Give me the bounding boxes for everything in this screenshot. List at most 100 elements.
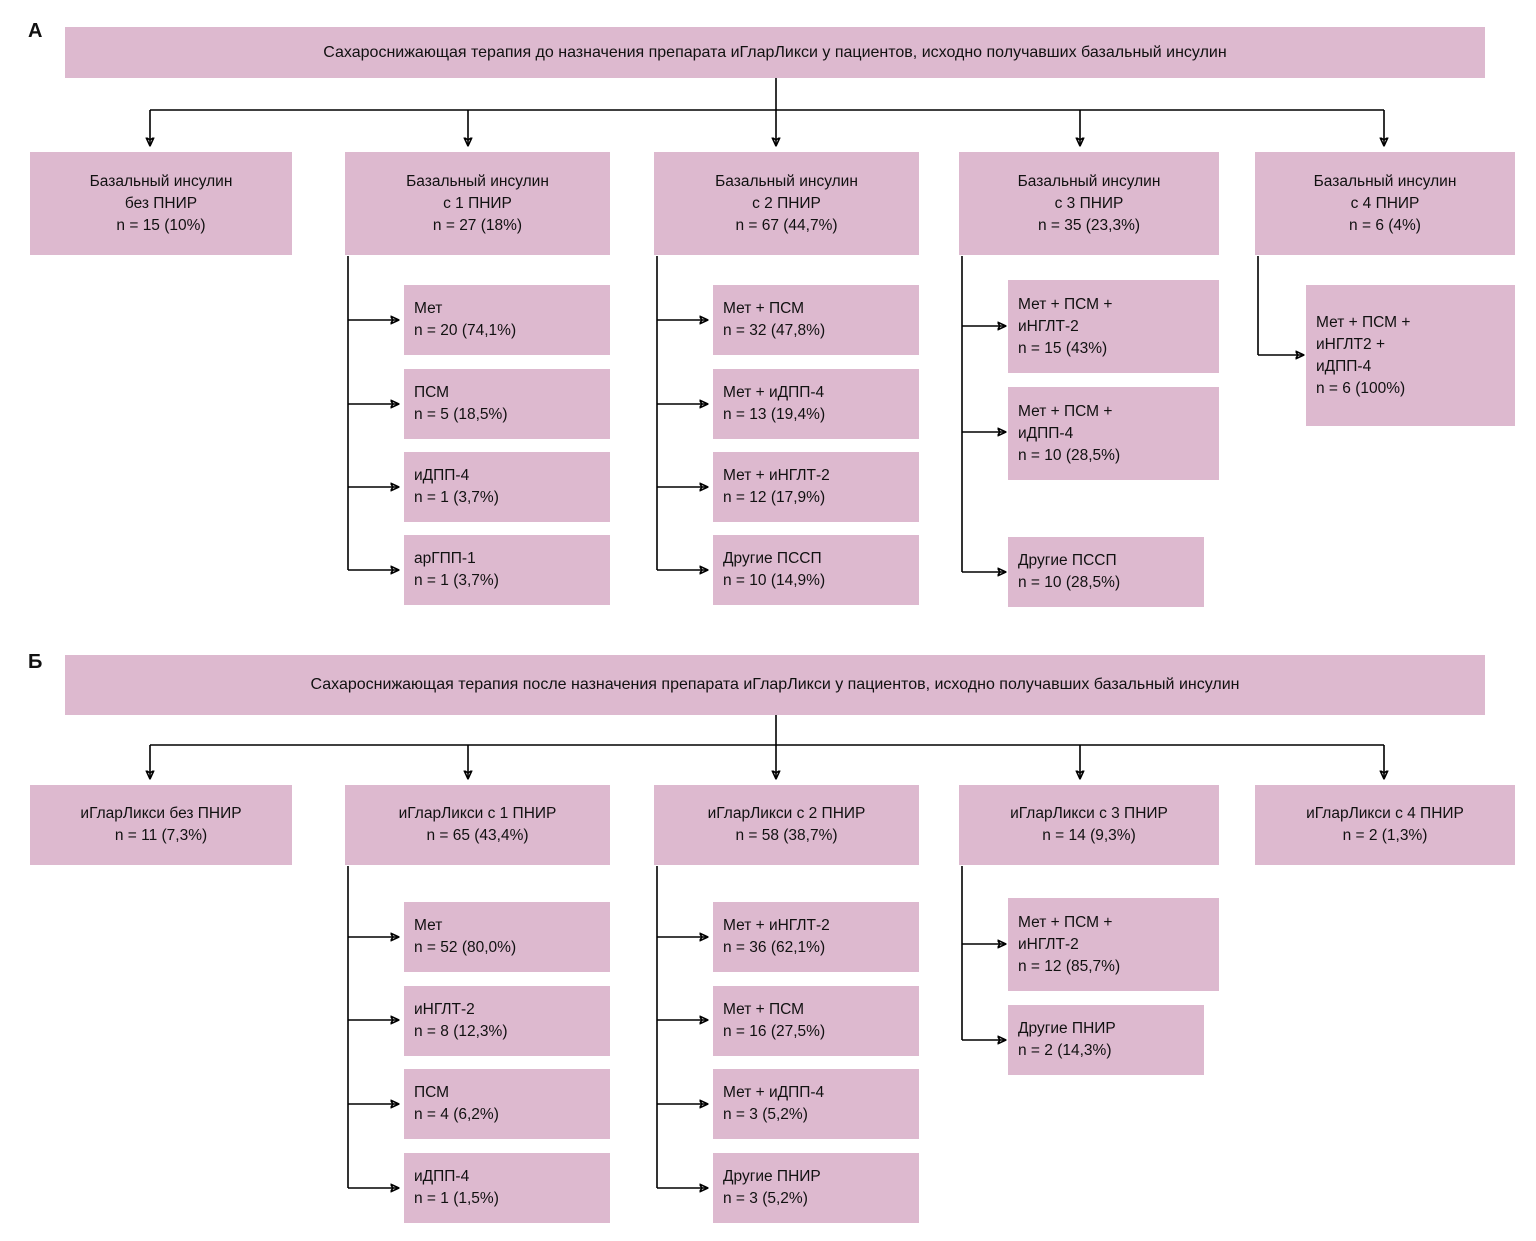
box-b-c3-child-1: Мет + иНГЛТ-2 n = 36 (62,1%) [713,902,919,972]
box-a-c3-child-1: Мет + ПСМ n = 32 (47,8%) [713,285,919,355]
box-line: n = 10 (14,9%) [723,572,826,589]
box-line: n = 10 (28,5%) [1018,446,1121,464]
box-basal-4-pnir: Базальный инсулин с 4 ПНИР n = 6 (4%) [1255,152,1515,255]
box-basal-1-pnir: Базальный инсулин с 1 ПНИР n = 27 (18%) [345,152,610,255]
panel-letter-a: А [28,20,43,42]
box-a-c5-child-1: Мет + ПСМ + иНГЛТ2 + иДПП-4 n = 6 (100%) [1306,285,1515,426]
box-line: Мет + иНГЛТ-2 [723,917,830,934]
box-a-c2-child-3: иДПП-4 n = 1 (3,7%) [404,452,610,522]
box-line: ПСМ [414,384,450,401]
box-line: n = 12 (85,7%) [1018,957,1121,975]
box-line: с 1 ПНИР [443,194,512,212]
box-iglarlixi-3-pnir: иГларЛикси с 3 ПНИР n = 14 (9,3%) [959,785,1219,865]
box-a-c3-child-3: Мет + иНГЛТ-2 n = 12 (17,9%) [713,452,919,522]
box-a-c2-child-1: Мет n = 20 (74,1%) [404,285,610,355]
box-basal-2-pnir: Базальный инсулин с 2 ПНИР n = 67 (44,7%… [654,152,919,255]
box-iglarlixi-4-pnir: иГларЛикси с 4 ПНИР n = 2 (1,3%) [1255,785,1515,865]
box-a-c4-child-3: Другие ПССП n = 10 (28,5%) [1008,537,1204,607]
box-b-c4-child-1: Мет + ПСМ + иНГЛТ-2 n = 12 (85,7%) [1008,898,1219,991]
box-line: иГларЛикси с 1 ПНИР [398,805,557,822]
box-line: Базальный инсулин [1313,172,1457,190]
box-line: Мет + ПСМ + [1018,913,1113,931]
box-line: иГларЛикси без ПНИР [80,805,242,822]
box-a-c2-child-4: арГПП-1 n = 1 (3,7%) [404,535,610,605]
box-line: иНГЛТ-2 [1018,935,1079,953]
box-line: Мет + ПСМ [723,1001,805,1018]
box-b-c3-child-2: Мет + ПСМ n = 16 (27,5%) [713,986,919,1056]
panel-a-title: Сахароснижающая терапия до назначения пр… [65,27,1485,78]
box-a-c3-child-4: Другие ПССП n = 10 (14,9%) [713,535,919,605]
box-line: n = 2 (14,3%) [1018,1042,1112,1059]
box-line: Мет + иДПП-4 [723,1084,825,1101]
box-line: n = 36 (62,1%) [723,939,826,956]
box-line: иНГЛТ-2 [1018,317,1079,335]
box-basal-no-pnir: Базальный инсулин без ПНИР n = 15 (10%) [30,152,292,255]
box-line: ПСМ [414,1084,450,1101]
box-line: n = 15 (10%) [116,216,206,234]
box-line: n = 14 (9,3%) [1042,827,1136,844]
box-b-c3-child-4: Другие ПНИР n = 3 (5,2%) [713,1153,919,1223]
box-b-c2-child-1: Мет n = 52 (80,0%) [404,902,610,972]
box-line: Мет [414,300,443,317]
box-line: Базальный инсулин [715,172,858,190]
box-line: иГларЛикси с 3 ПНИР [1010,805,1168,822]
box-line: n = 13 (19,4%) [723,406,826,423]
box-a-c3-child-2: Мет + иДПП-4 n = 13 (19,4%) [713,369,919,439]
box-b-c4-child-2: Другие ПНИР n = 2 (14,3%) [1008,1005,1204,1075]
box-line: n = 4 (6,2%) [414,1106,499,1123]
box-line: с 3 ПНИР [1054,194,1124,212]
box-line: Мет + иНГЛТ-2 [723,467,830,484]
box-line: n = 65 (43,4%) [426,827,529,844]
box-line: Мет [414,917,443,934]
box-b-c2-child-3: ПСМ n = 4 (6,2%) [404,1069,610,1139]
box-line: n = 8 (12,3%) [414,1023,508,1040]
box-line: с 4 ПНИР [1350,194,1420,212]
box-line: n = 1 (1,5%) [414,1190,499,1207]
panel-letter-b: Б [28,651,43,673]
box-line: n = 6 (100%) [1316,379,1406,397]
box-line: иНГЛТ-2 [414,1001,475,1018]
panel-b-title: Сахароснижающая терапия после назначения… [65,655,1485,715]
box-line: иДПП-4 [1316,357,1372,375]
box-line: Другие ПНИР [723,1168,821,1185]
box-line: n = 20 (74,1%) [414,322,517,339]
box-line: арГПП-1 [414,550,476,567]
box-line: n = 32 (47,8%) [723,322,826,339]
box-a-c4-child-1: Мет + ПСМ + иНГЛТ-2 n = 15 (43%) [1008,280,1219,373]
box-iglarlixi-1-pnir: иГларЛикси с 1 ПНИР n = 65 (43,4%) [345,785,610,865]
box-iglarlixi-no-pnir: иГларЛикси без ПНИР n = 11 (7,3%) [30,785,292,865]
box-line: иДПП-4 [414,1168,470,1185]
box-line: Другие ПССП [723,550,822,567]
box-line: n = 1 (3,7%) [414,572,499,589]
box-a-c2-child-2: ПСМ n = 5 (18,5%) [404,369,610,439]
box-line: Мет + ПСМ + [1018,402,1113,420]
box-line: иГларЛикси с 2 ПНИР [707,805,866,822]
box-line: n = 58 (38,7%) [735,827,838,844]
box-line: n = 12 (17,9%) [723,489,826,506]
box-line: Другие ПССП [1018,552,1117,569]
box-line: n = 52 (80,0%) [414,939,517,956]
box-line: n = 2 (1,3%) [1342,827,1428,844]
box-line: с 2 ПНИР [752,194,821,212]
box-b-c3-child-3: Мет + иДПП-4 n = 3 (5,2%) [713,1069,919,1139]
box-line: Мет + ПСМ + [1316,313,1411,331]
box-line: n = 11 (7,3%) [114,827,208,844]
box-line: иНГЛТ2 + [1316,335,1385,353]
box-a-c4-child-2: Мет + ПСМ + иДПП-4 n = 10 (28,5%) [1008,387,1219,480]
box-line: n = 27 (18%) [432,216,523,234]
box-line: n = 3 (5,2%) [723,1190,808,1207]
box-b-c2-child-2: иНГЛТ-2 n = 8 (12,3%) [404,986,610,1056]
box-line: n = 10 (28,5%) [1018,574,1121,591]
box-line: n = 6 (4%) [1349,216,1421,234]
box-line: n = 1 (3,7%) [414,489,499,506]
box-line: Базальный инсулин [89,172,233,190]
box-line: n = 35 (23,3%) [1037,216,1141,234]
box-basal-3-pnir: Базальный инсулин с 3 ПНИР n = 35 (23,3%… [959,152,1219,255]
box-b-c2-child-4: иДПП-4 n = 1 (1,5%) [404,1153,610,1223]
box-line: Мет + ПСМ + [1018,295,1113,313]
box-line: иДПП-4 [414,467,470,484]
box-line: n = 15 (43%) [1018,339,1108,357]
box-line: Мет + ПСМ [723,300,805,317]
box-line: без ПНИР [124,194,198,212]
